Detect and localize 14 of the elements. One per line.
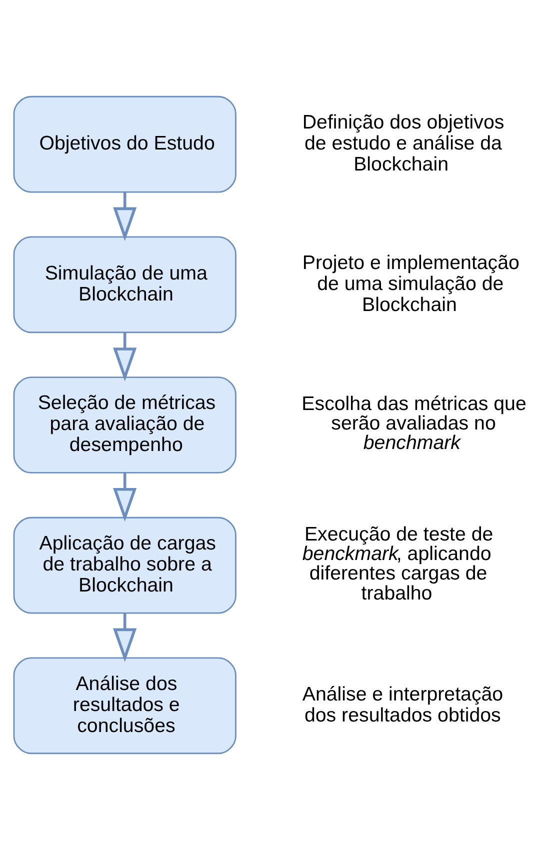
node-label: Execução de teste de benckmark, aplicando diferentes cargas de trabalho [302,522,494,604]
arrow [113,612,137,662]
node-box: Seleção de métricas para avaliação de desempenho [13,376,236,473]
node-box: Análise dos resultados e conclusões [13,656,236,754]
node-label: Análise e interpretação dos resultados obtidos [302,682,504,726]
arrow [113,332,137,381]
node-label: Escolha das métricas que serão avaliadas no benchmark [302,392,526,454]
arrow [113,472,137,522]
arrow [113,192,137,240]
node-label: Definição dos objetivos de estudo e análise da Blockchain [302,110,504,176]
node-box: Aplicação de cargas de trabalho sobre a Blockchain [13,516,236,614]
node-box: Simulação de uma Blockchain [13,236,236,333]
node-label: Projeto e implementação de uma simulação de Blockchain [302,251,520,316]
node-box: Objetivos do Estudo [13,95,236,192]
